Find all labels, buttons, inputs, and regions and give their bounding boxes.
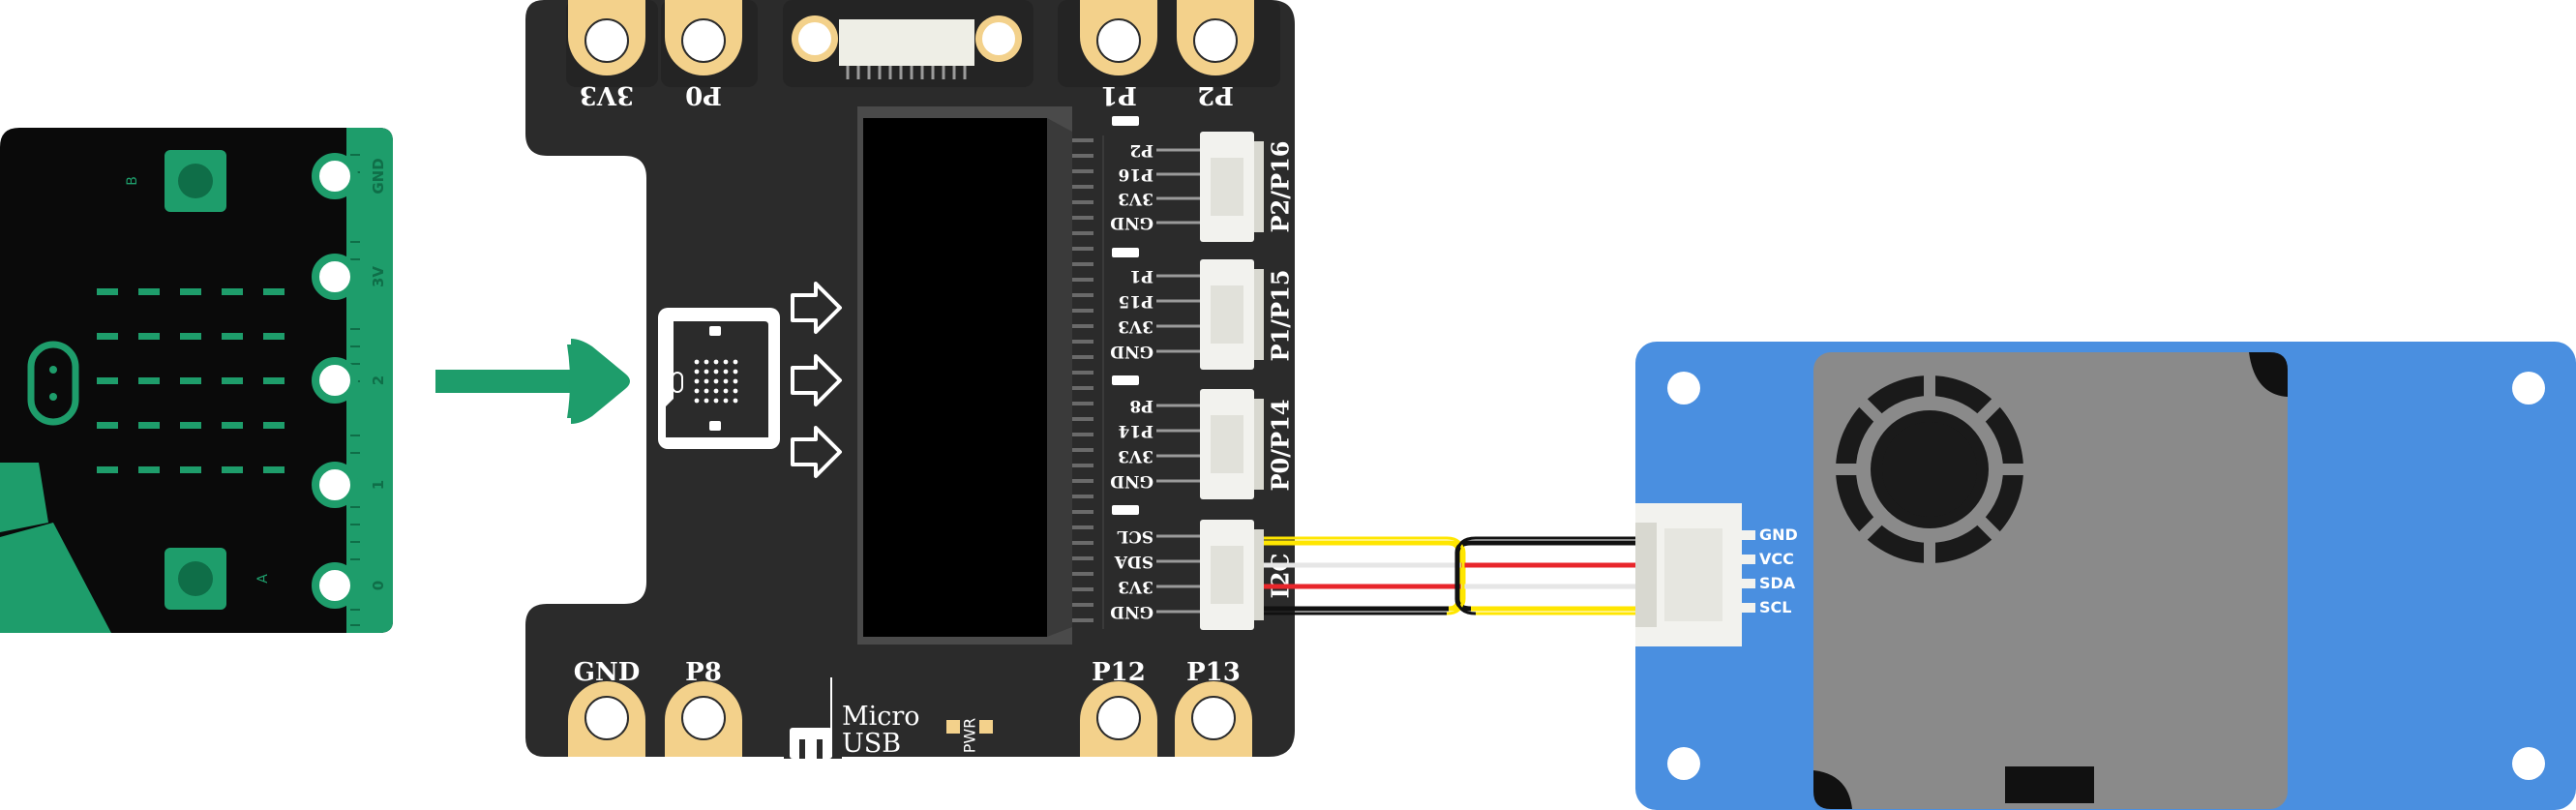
insert-direction-arrow-icon	[791, 282, 842, 334]
port-p0-p14-pin-label: 3V3	[1118, 446, 1153, 465]
mounting-hole	[1667, 372, 1700, 405]
insert-direction-arrow-icon	[791, 426, 842, 478]
fan-icon	[1828, 368, 2031, 571]
port-i2c: SCL SDA 3V3 GND I2C	[1110, 520, 1295, 630]
port-i2c-name: I2C	[1267, 553, 1295, 598]
port-i2c-pin-label: SCL	[1117, 526, 1153, 546]
insert-direction-arrow-icon	[791, 354, 842, 406]
edge-connector-slot	[857, 106, 1093, 645]
port-p2-p16-pin-label: GND	[1110, 213, 1153, 232]
microbit-edge-label-0: 0	[370, 581, 387, 590]
microbit-edge-label-2: 2	[370, 375, 387, 385]
port-i2c-pin-label: 3V3	[1118, 577, 1153, 596]
port-p0-p14-pin-label: P14	[1118, 421, 1153, 440]
port-p1-p15-pin-label: GND	[1110, 342, 1153, 361]
port-p0-p14-pin-label: P8	[1129, 396, 1153, 415]
pad-p2-top	[1193, 18, 1238, 63]
microbit-edge-label-3v: 3V	[370, 266, 387, 287]
microbit-button-a	[165, 548, 226, 610]
pad-3v3-top	[584, 18, 629, 63]
microbit-pad-2	[312, 357, 358, 404]
pad-label-p1: P1	[1100, 80, 1137, 109]
port-p2-p16-pin-label: 3V3	[1118, 189, 1153, 208]
pad-p8-bottom	[681, 696, 726, 740]
pad-label-p2: P2	[1197, 80, 1234, 109]
microbit-pad-3v	[312, 254, 358, 300]
pwr-label: PWR	[961, 718, 979, 754]
microbit-edge-label-1: 1	[370, 480, 387, 490]
sensor-pin-label: GND	[1759, 525, 1798, 544]
microbit-pad-1	[312, 462, 358, 508]
pad-p13-bottom	[1191, 696, 1236, 740]
pad-label-p0: P0	[685, 80, 722, 109]
port-p2-p16: P2 P16 3V3 GND P2/P16	[1110, 132, 1295, 242]
port-p1-p15-pin-label: P1	[1129, 266, 1153, 285]
port-i2c-pin-label: SDA	[1114, 552, 1153, 571]
expansion-board: 3V3 P0 P1 P2	[525, 0, 1295, 759]
insert-arrow-icon	[435, 339, 630, 424]
pad-p1-top	[1096, 18, 1141, 63]
port-p1-p15-pin-label: P15	[1119, 291, 1153, 311]
pad-p12-bottom	[1096, 696, 1141, 740]
micro-usb-label: USB	[842, 729, 901, 759]
pwr-led	[946, 720, 993, 734]
port-p1-p15-name: P1/P15	[1267, 270, 1295, 362]
port-p0-p14-name: P0/P14	[1267, 400, 1295, 492]
microbit-led-matrix	[97, 288, 285, 473]
mounting-hole	[1667, 747, 1700, 780]
pad-p0-top	[681, 18, 726, 63]
i2c-cable	[1264, 536, 1635, 615]
mounting-hole	[2512, 747, 2545, 780]
pad-gnd-bottom	[584, 696, 629, 740]
sensor-module: GND VCC SDA SCL	[1635, 342, 2576, 810]
port-i2c-pin-label: GND	[1110, 602, 1153, 621]
port-p0-p14-pin-label: GND	[1110, 471, 1153, 491]
microbit-edge-label-gnd: GND	[370, 158, 387, 194]
microbit-button-b-label: B	[125, 176, 140, 186]
port-p2-p16-name: P2/P16	[1267, 141, 1295, 233]
port-p0-p14: P8 P14 3V3 GND P0/P14	[1110, 389, 1295, 499]
port-p2-p16-pin-label: P2	[1129, 140, 1153, 160]
sensor-connector	[1635, 503, 1755, 646]
sensor-pin-label: SDA	[1759, 574, 1796, 592]
port-p1-p15: P1 P15 3V3 GND P1/P15	[1110, 259, 1295, 370]
microbit-logo	[27, 341, 79, 426]
microbit-button-a-label: A	[255, 574, 271, 584]
microbit-pad-0	[312, 562, 358, 609]
top-connector	[792, 15, 1022, 79]
microbit-pad-gnd	[312, 153, 358, 199]
microbit-board: GND 3V 2 1 0 B A	[0, 128, 393, 633]
sensor-pin-label: SCL	[1759, 598, 1791, 616]
port-p2-p16-pin-label: P16	[1119, 165, 1153, 184]
pad-label-3v3: 3V3	[580, 80, 634, 109]
port-p1-p15-pin-label: 3V3	[1118, 316, 1153, 336]
microbit-button-b	[165, 150, 226, 212]
microbit-insert-icon	[658, 308, 780, 449]
micro-usb-port	[790, 677, 832, 759]
sensor-pin-label: VCC	[1759, 550, 1794, 568]
micro-usb-label: Micro	[842, 702, 920, 732]
mounting-hole	[2512, 372, 2545, 405]
